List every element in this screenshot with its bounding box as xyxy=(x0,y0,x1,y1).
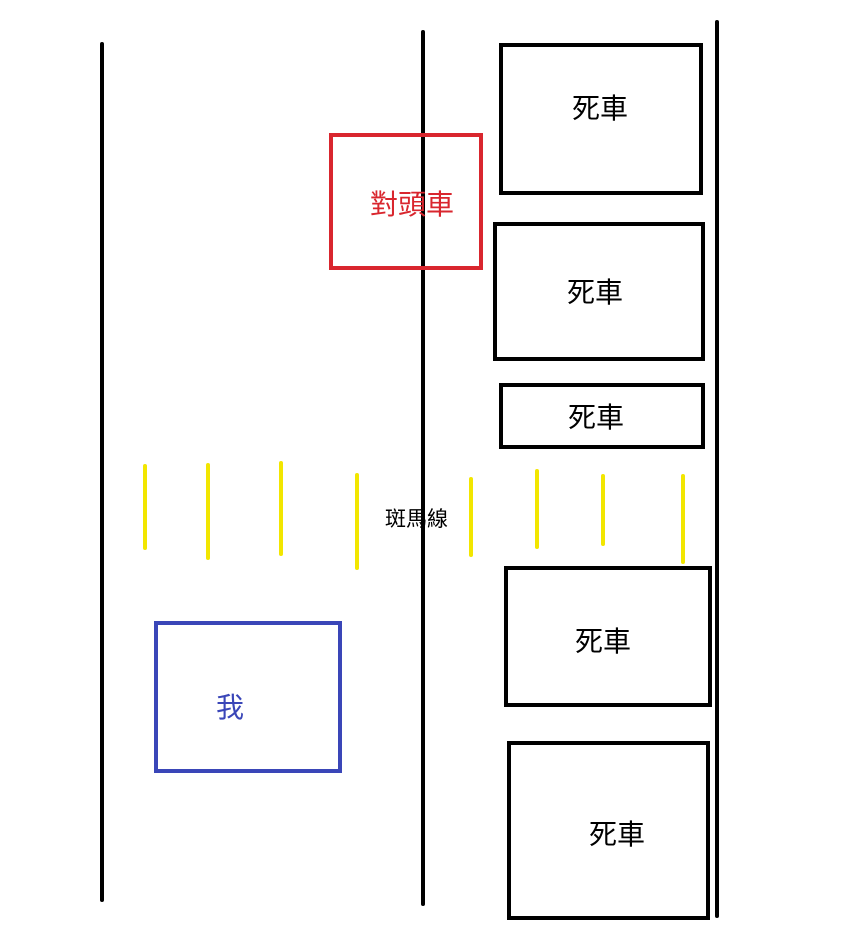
crosswalk-stripe xyxy=(535,469,539,549)
parked-car-5 xyxy=(507,741,710,920)
crosswalk-stripe xyxy=(469,477,473,557)
center-lane-line xyxy=(421,30,425,906)
crosswalk-stripe xyxy=(206,463,210,560)
crosswalk-stripe xyxy=(601,474,605,546)
parked-car-5-label: 死車 xyxy=(589,818,646,851)
crosswalk-stripe xyxy=(681,474,685,564)
parked-car-1 xyxy=(499,43,703,195)
crosswalk-stripe xyxy=(143,464,147,550)
parked-car-3 xyxy=(499,383,705,449)
parked-car-2-label: 死車 xyxy=(567,276,624,309)
parked-car-4 xyxy=(504,566,712,707)
crosswalk-stripe xyxy=(355,473,359,570)
parked-car-2 xyxy=(493,222,705,361)
crosswalk-stripe xyxy=(279,461,283,556)
parked-car-4-label: 死車 xyxy=(575,625,632,658)
oncoming-car xyxy=(329,133,483,270)
my-car xyxy=(154,621,342,773)
oncoming-car-label: 對頭車 xyxy=(370,188,455,221)
parked-car-1-label: 死車 xyxy=(572,92,629,125)
my-car-label: 我 xyxy=(216,691,245,724)
crosswalk-label: 斑馬線 xyxy=(385,507,448,531)
left-road-edge-line xyxy=(100,42,104,902)
right-road-edge-line xyxy=(715,20,719,918)
parked-car-3-label: 死車 xyxy=(568,401,625,434)
